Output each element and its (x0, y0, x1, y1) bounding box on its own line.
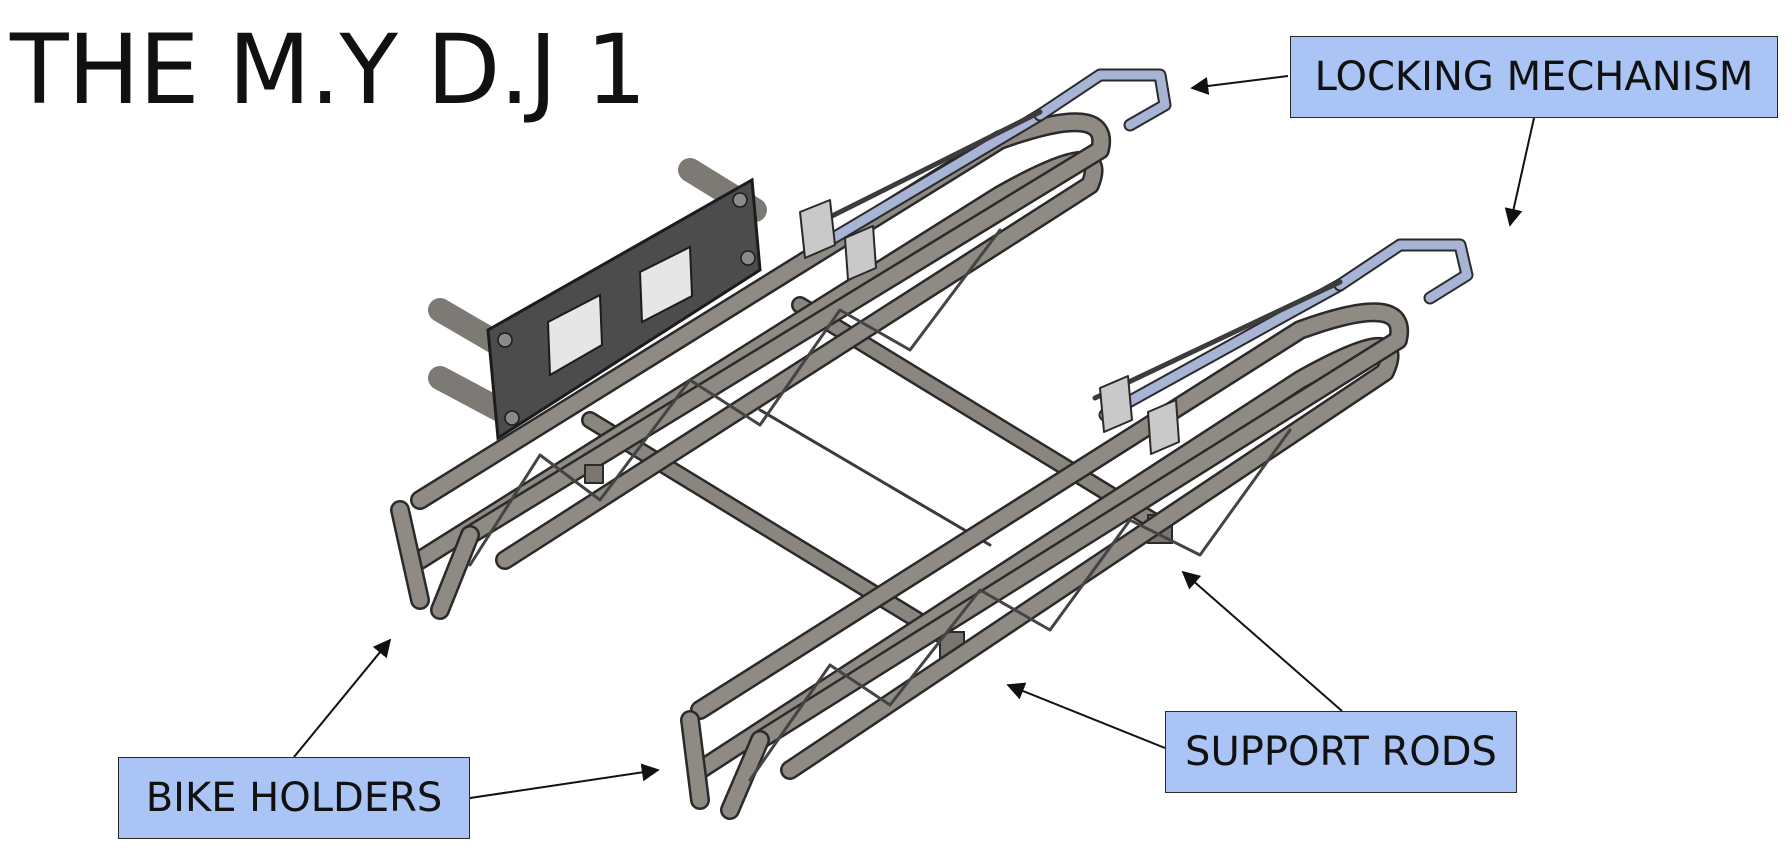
locking-mechanism-upper (799, 68, 1172, 281)
arrow-bike-holders-to-upper-tray (293, 638, 392, 758)
diagram-title: THE M.Y D.J 1 (10, 14, 647, 126)
mounting-plate (428, 158, 767, 441)
locking-mechanism-lower (1092, 238, 1474, 455)
bike-holders-callout: BIKE HOLDERS (118, 757, 470, 839)
bike-holder-tray-upper (390, 112, 1112, 620)
locking-mechanism-callout: LOCKING MECHANISM (1290, 36, 1778, 118)
arrow-support-to-rear-rod (1181, 570, 1343, 712)
arrow-bike-holders-to-lower-tray (469, 763, 660, 799)
arrow-locking-to-upper-lock (1190, 75, 1289, 95)
callout-arrows (293, 75, 1535, 799)
support-rods-callout: SUPPORT RODS (1165, 711, 1517, 793)
bike-holder-tray-lower (680, 302, 1410, 820)
arrow-locking-to-lower-lock (1504, 117, 1535, 227)
arrow-support-to-front-rod (1006, 682, 1166, 749)
